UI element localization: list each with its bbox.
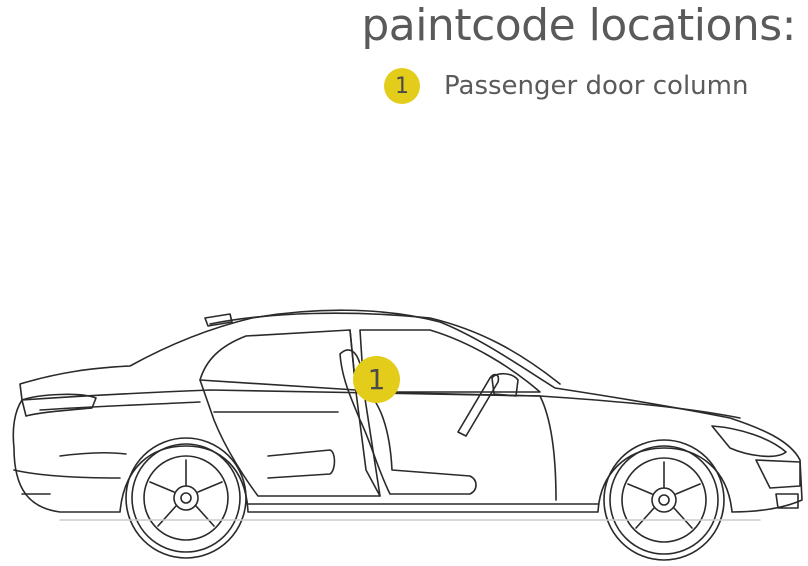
legend-badge: 1: [384, 68, 420, 104]
diagram-title: paintcode locations:: [361, 0, 796, 51]
paintcode-location-marker: 1: [353, 356, 400, 403]
legend-item: 1 Passenger door column: [384, 68, 748, 104]
legend-label: Passenger door column: [444, 71, 749, 101]
